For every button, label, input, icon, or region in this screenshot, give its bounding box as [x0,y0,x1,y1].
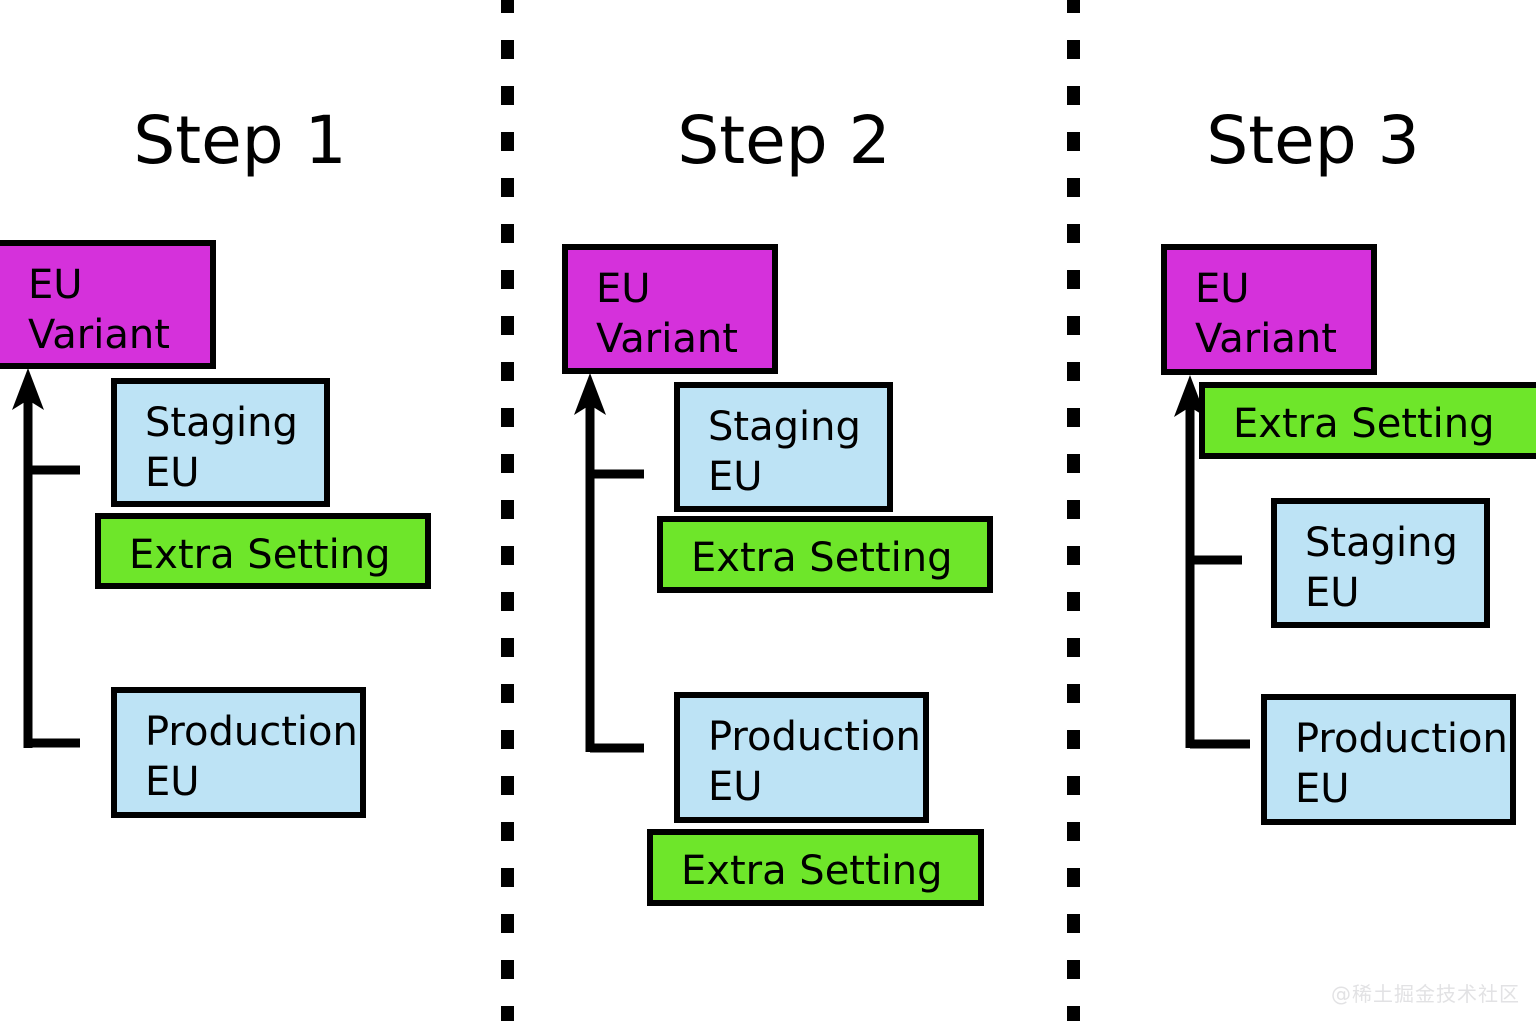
step-3-title: Step 3 [1206,102,1420,179]
step-3-eu-variant-box[interactable]: EU Variant [1161,244,1377,375]
step-3-staging-eu-box[interactable]: Staging EU [1271,498,1490,628]
column-divider-2 [1067,0,1080,1021]
step-1-title: Step 1 [133,102,347,179]
step-1-staging-eu-box[interactable]: Staging EU [111,378,330,507]
step-2-title: Step 2 [677,102,891,179]
step-2-staging-extra-setting-box[interactable]: Extra Setting [657,516,993,593]
step-2-production-extra-setting-box[interactable]: Extra Setting [647,829,984,906]
step-3-production-eu-box[interactable]: Production EU [1261,694,1516,825]
watermark-text: @稀土掘金技术社区 [1331,982,1520,1006]
column-divider-1 [501,0,514,1021]
step-3-variant-extra-setting-box[interactable]: Extra Setting [1199,382,1536,459]
step-1-eu-variant-box[interactable]: EU Variant [0,240,216,369]
step-2-staging-eu-box[interactable]: Staging EU [674,382,893,512]
step-2-eu-variant-box[interactable]: EU Variant [562,244,778,374]
step-1-staging-extra-setting-box[interactable]: Extra Setting [95,513,431,589]
step-1-production-eu-box[interactable]: Production EU [111,687,366,818]
step-2-production-eu-box[interactable]: Production EU [674,692,929,823]
